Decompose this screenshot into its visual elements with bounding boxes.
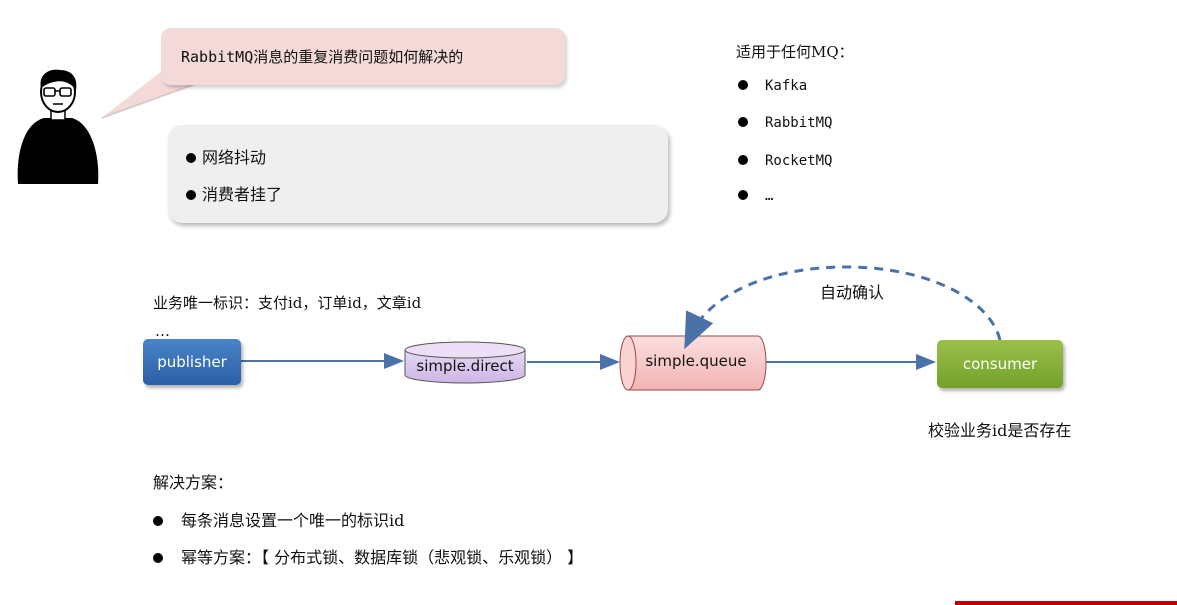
mq-list-item: RocketMQ: [738, 153, 832, 169]
solution-item: 幂等方案：【 分布式锁、数据库锁（悲观锁、乐观锁） 】: [153, 544, 583, 568]
exchange-label: simple.direct: [416, 357, 514, 375]
mq-list-item: …: [738, 188, 773, 204]
accent-bar: [955, 601, 1177, 605]
mq-list-item: RabbitMQ: [738, 115, 832, 131]
solution-title: 解决方案：: [153, 473, 234, 492]
bullet-icon: [153, 515, 163, 526]
business-id-label: 业务唯一标识：支付id，订单id，文章id: [153, 294, 422, 312]
bullet-icon: [186, 189, 196, 200]
bullet-icon: [186, 152, 196, 163]
queue-cylinder: [619, 335, 767, 391]
bullet-icon: [153, 552, 163, 563]
mq-list-item: Kafka: [738, 78, 807, 94]
solution-item: 每条消息设置一个唯一的标识id: [153, 507, 404, 531]
bullet-icon: [738, 117, 748, 127]
publisher-node: publisher: [143, 339, 241, 385]
reason-item: 网络抖动: [186, 144, 266, 168]
bullet-icon: [738, 190, 748, 200]
question-text: RabbitMQ消息的重复消费问题如何解决的: [181, 48, 464, 66]
mq-item-label: RocketMQ: [765, 153, 833, 169]
speech-bubble: [161, 28, 565, 85]
mq-item-label: RabbitMQ: [765, 115, 833, 131]
check-id-label: 校验业务id是否存在: [928, 421, 1072, 440]
reason-label: 网络抖动: [202, 148, 267, 167]
reason-label: 消费者挂了: [202, 185, 283, 204]
mq-item-label: …: [765, 188, 774, 204]
bullet-icon: [738, 155, 748, 165]
queue-label: simple.queue: [645, 352, 747, 370]
consumer-node: consumer: [937, 340, 1063, 388]
mq-list-title: 适用于任何MQ：: [736, 43, 854, 61]
solution-label: 每条消息设置一个唯一的标识id: [181, 511, 405, 530]
bullet-icon: [738, 80, 748, 90]
person-avatar: [17, 69, 99, 184]
solution-label: 幂等方案：【 分布式锁、数据库锁（悲观锁、乐观锁） 】: [181, 548, 584, 567]
auto-ack-arrow: [684, 265, 1002, 350]
business-id-more: …: [155, 322, 170, 340]
reasons-box: [168, 125, 668, 223]
reason-item: 消费者挂了: [186, 181, 282, 205]
auto-ack-label: 自动确认: [820, 283, 885, 302]
exchange-cylinder: [404, 341, 526, 384]
mq-item-label: Kafka: [765, 78, 808, 94]
